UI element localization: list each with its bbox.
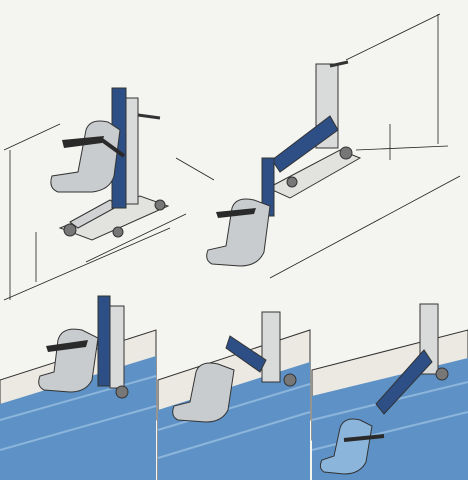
boom — [271, 115, 339, 173]
poolside-loading-scene — [0, 295, 157, 480]
dim-height-left — [3, 123, 171, 301]
poolside-swing-scene — [157, 311, 311, 480]
seat — [206, 198, 271, 267]
poolside-immersed-scene — [311, 303, 468, 480]
lift-retracted-illustration — [50, 87, 170, 241]
seat — [50, 120, 121, 193]
lift-extended-illustration — [206, 60, 362, 267]
dim-length-left — [85, 157, 215, 263]
dim-height-right — [269, 13, 461, 279]
